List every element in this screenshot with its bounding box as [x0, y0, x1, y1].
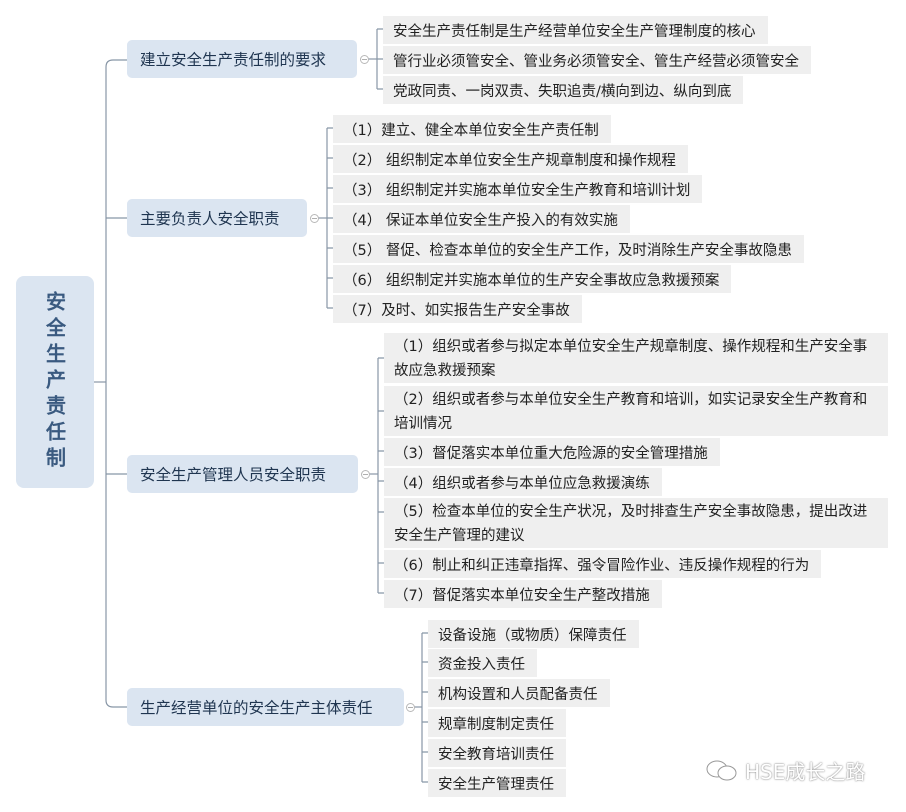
list-item[interactable]: 党政同责、一岗双责、失职追责/横向到边、纵向到底	[383, 76, 744, 104]
branch-label: 安全生产管理人员安全职责	[140, 466, 327, 484]
wechat-icon	[706, 760, 737, 780]
list-item[interactable]: （4）组织或者参与本单位应急救援演练	[384, 468, 662, 496]
branch-label: 建立安全生产责任制的要求	[140, 51, 327, 69]
list-item[interactable]: （7）督促落实本单位安全生产整改措施	[384, 580, 662, 608]
branch-label: 主要负责人安全职责	[140, 210, 280, 228]
list-item[interactable]: 安全教育培训责任	[428, 739, 566, 767]
list-item[interactable]: 设备设施（或物质）保障责任	[428, 620, 639, 648]
item-text: （1）组织或者参与拟定本单位安全生产规章制度、操作规程和生产安全事故应急救援预案	[394, 339, 868, 379]
list-item[interactable]: （5） 督促、检查本单位的安全生产工作，及时消除生产安全事故隐患	[333, 235, 804, 263]
list-item[interactable]: （7）及时、如实报告生产安全事故	[333, 295, 582, 323]
list-item[interactable]: 资金投入责任	[428, 649, 537, 677]
item-text: （1）建立、健全本单位安全生产责任制	[343, 122, 599, 139]
item-text: 机构设置和人员配备责任	[438, 686, 598, 703]
list-item[interactable]: （1）组织或者参与拟定本单位安全生产规章制度、操作规程和生产安全事故应急救援预案	[384, 333, 888, 383]
item-text: （6） 组织制定并实施本单位的生产安全事故应急救援预案	[343, 272, 720, 289]
list-item[interactable]: （5）检查本单位的安全生产状况，及时排查生产安全事故隐患，提出改进安全生产管理的…	[384, 498, 888, 548]
collapse-toggle-icon[interactable]	[360, 55, 369, 64]
item-text: 规章制度制定责任	[438, 716, 554, 733]
item-text: （4）组织或者参与本单位应急救援演练	[394, 475, 650, 492]
collapse-toggle-icon[interactable]	[310, 214, 319, 223]
root-node-label: 安全生产责任制	[42, 291, 67, 473]
list-item[interactable]: 规章制度制定责任	[428, 709, 566, 737]
list-item[interactable]: 机构设置和人员配备责任	[428, 679, 610, 707]
list-item[interactable]: 管行业必须管安全、管业务必须管安全、管生产经营必须管安全	[383, 46, 811, 74]
item-text: 安全生产管理责任	[438, 776, 554, 793]
item-text: （4） 保证本单位安全生产投入的有效实施	[343, 212, 618, 229]
list-item[interactable]: （6）制止和纠正违章指挥、强令冒险作业、违反操作规程的行为	[384, 550, 822, 578]
branch-node-requirements[interactable]: 建立安全生产责任制的要求	[127, 40, 357, 78]
item-text: （2）组织或者参与本单位安全生产教育和培训，如实记录安全生产教育和培训情况	[394, 392, 868, 432]
item-text: 安全教育培训责任	[438, 746, 554, 763]
list-item[interactable]: （3） 组织制定并实施本单位安全生产教育和培训计划	[333, 175, 703, 203]
item-text: （6）制止和纠正违章指挥、强令冒险作业、违反操作规程的行为	[394, 557, 810, 574]
collapse-toggle-icon[interactable]	[361, 470, 370, 479]
watermark-text: HSE成长之路	[745, 760, 866, 784]
list-item[interactable]: （2）组织或者参与本单位安全生产教育和培训，如实记录安全生产教育和培训情况	[384, 386, 888, 436]
list-item[interactable]: （4） 保证本单位安全生产投入的有效实施	[333, 205, 630, 233]
item-text: （3）督促落实本单位重大危险源的安全管理措施	[394, 445, 708, 462]
branch-node-manager-duties[interactable]: 安全生产管理人员安全职责	[127, 455, 358, 493]
item-text: （7）督促落实本单位安全生产整改措施	[394, 587, 650, 604]
item-text: （7）及时、如实报告生产安全事故	[343, 302, 570, 319]
item-text: 管行业必须管安全、管业务必须管安全、管生产经营必须管安全	[393, 53, 799, 70]
branch-node-entity-responsibility[interactable]: 生产经营单位的安全生产主体责任	[127, 688, 404, 726]
list-item[interactable]: （3）督促落实本单位重大危险源的安全管理措施	[384, 438, 720, 466]
item-text: （5） 督促、检查本单位的安全生产工作，及时消除生产安全事故隐患	[343, 242, 792, 259]
item-text: （3） 组织制定并实施本单位安全生产教育和培训计划	[343, 182, 691, 199]
item-text: （5）检查本单位的安全生产状况，及时排查生产安全事故隐患，提出改进安全生产管理的…	[394, 504, 868, 544]
item-text: 设备设施（或物质）保障责任	[438, 627, 627, 644]
list-item[interactable]: （6） 组织制定并实施本单位的生产安全事故应急救援预案	[333, 265, 732, 293]
list-item[interactable]: 安全生产责任制是生产经营单位安全生产管理制度的核心	[383, 16, 768, 44]
item-text: 安全生产责任制是生产经营单位安全生产管理制度的核心	[393, 23, 756, 40]
item-text: 资金投入责任	[438, 656, 525, 673]
item-text: 党政同责、一岗双责、失职追责/横向到边、纵向到底	[393, 83, 732, 100]
list-item[interactable]: 安全生产管理责任	[428, 769, 566, 797]
root-node[interactable]: 安全生产责任制	[16, 276, 94, 488]
list-item[interactable]: （1）建立、健全本单位安全生产责任制	[333, 115, 611, 143]
watermark: HSE成长之路	[705, 756, 865, 785]
branch-label: 生产经营单位的安全生产主体责任	[140, 699, 373, 717]
collapse-toggle-icon[interactable]	[406, 703, 415, 712]
list-item[interactable]: （2） 组织制定本单位安全生产规章制度和操作规程	[333, 145, 688, 173]
branch-node-principal-duties[interactable]: 主要负责人安全职责	[127, 199, 307, 237]
item-text: （2） 组织制定本单位安全生产规章制度和操作规程	[343, 152, 676, 169]
